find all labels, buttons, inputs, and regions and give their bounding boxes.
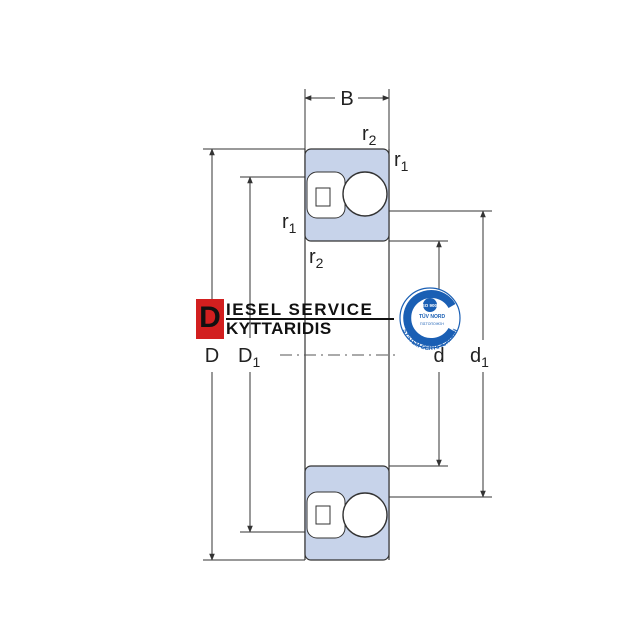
dim-B: [304, 89, 390, 149]
brand-logo-d: D: [196, 299, 224, 339]
cert-iso-text: ISO 9001: [420, 303, 440, 308]
label-r2-top: r2: [362, 123, 377, 148]
label-d1: d1: [470, 345, 489, 370]
label-D: D: [205, 345, 219, 367]
certification-badge: ISO 9001 TÜV NORD ΠΙΣΤΟΠΟΙΗΣΗ SYSTEM CER…: [399, 287, 461, 352]
brand-watermark: D IESEL SERVICE KYTTARIDIS: [196, 299, 394, 339]
upper-ring-section: [304, 148, 390, 242]
lower-ring-section: [304, 465, 390, 561]
brand-name-line1: IESEL SERVICE: [226, 300, 374, 319]
label-d: d: [433, 345, 444, 367]
brand-rule: [226, 318, 394, 320]
label-D1: D1: [238, 345, 260, 370]
cert-small-text: ΠΙΣΤΟΠΟΙΗΣΗ: [420, 322, 444, 326]
dim-d1: [389, 210, 492, 498]
brand-name-line2: KYTTARIDIS: [226, 319, 332, 338]
label-r2-inner: r2: [309, 246, 324, 271]
label-r1-inner: r1: [282, 211, 297, 236]
dim-D1: [240, 176, 305, 533]
label-B: B: [340, 88, 353, 110]
cert-tuv-text: TÜV NORD: [419, 313, 446, 320]
label-r1-top: r1: [394, 149, 409, 174]
